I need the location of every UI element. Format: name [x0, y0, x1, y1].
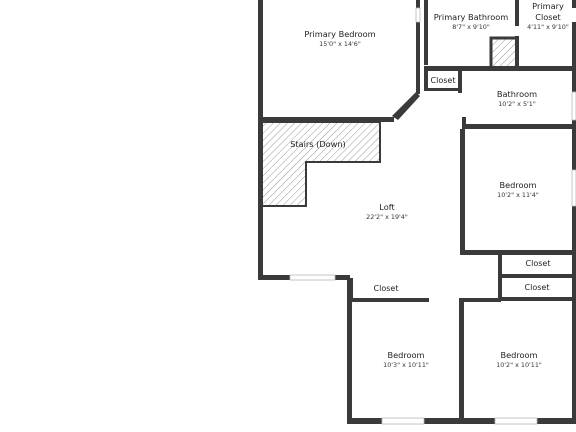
- bathroom-label: Bathroom: [497, 89, 537, 99]
- loft-label: Loft: [379, 202, 395, 212]
- closet-bottom-label: Closet: [374, 284, 399, 293]
- closet-right-2-label: Closet: [525, 283, 550, 292]
- bedroom-bottom-right-dims: 10'2" x 10'11": [496, 361, 542, 369]
- bedroom-right-label: Bedroom: [499, 180, 536, 190]
- stairs-label: Stairs (Down): [290, 139, 346, 149]
- shaft-block: [489, 36, 519, 71]
- primary-bedroom-dims: 15'0" x 14'6": [319, 40, 361, 48]
- stairs-hatch: [261, 121, 381, 207]
- closet-right-1-label: Closet: [526, 259, 551, 268]
- primary-closet-dims: 4'11" x 9'10": [527, 23, 569, 31]
- bedroom-bottom-right-label: Bedroom: [500, 350, 537, 360]
- primary-closet-label-1: Primary: [532, 1, 564, 11]
- primary-bathroom-label: Primary Bathroom: [434, 12, 508, 22]
- bedroom-right-dims: 10'2" x 11'4": [497, 191, 539, 199]
- closet-top-label: Closet: [431, 76, 456, 85]
- bedroom-bottom-left-label: Bedroom: [387, 350, 424, 360]
- bathroom-dims: 10'2" x 5'1": [498, 100, 536, 108]
- windows: [289, 7, 576, 425]
- loft-dims: 22'2" x 19'4": [366, 213, 408, 221]
- primary-bathroom-dims: 8'7" x 9'10": [452, 23, 490, 31]
- primary-closet-label-2: Closet: [535, 12, 561, 22]
- walls: [258, 0, 576, 424]
- bedroom-bottom-left-dims: 10'3" x 10'11": [383, 361, 429, 369]
- primary-bedroom-label: Primary Bedroom: [304, 29, 375, 39]
